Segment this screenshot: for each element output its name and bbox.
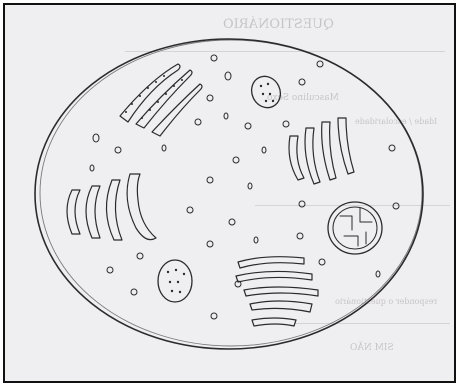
lysosome-bottom (158, 260, 192, 302)
golgi-stack-bottom (236, 257, 318, 326)
vesicles (90, 55, 399, 319)
golgi-stack-left (67, 174, 156, 240)
lysosome-top (247, 72, 286, 113)
golgi-stack-right (289, 118, 354, 184)
rough-er (120, 64, 202, 136)
mitochondrion (328, 202, 382, 254)
